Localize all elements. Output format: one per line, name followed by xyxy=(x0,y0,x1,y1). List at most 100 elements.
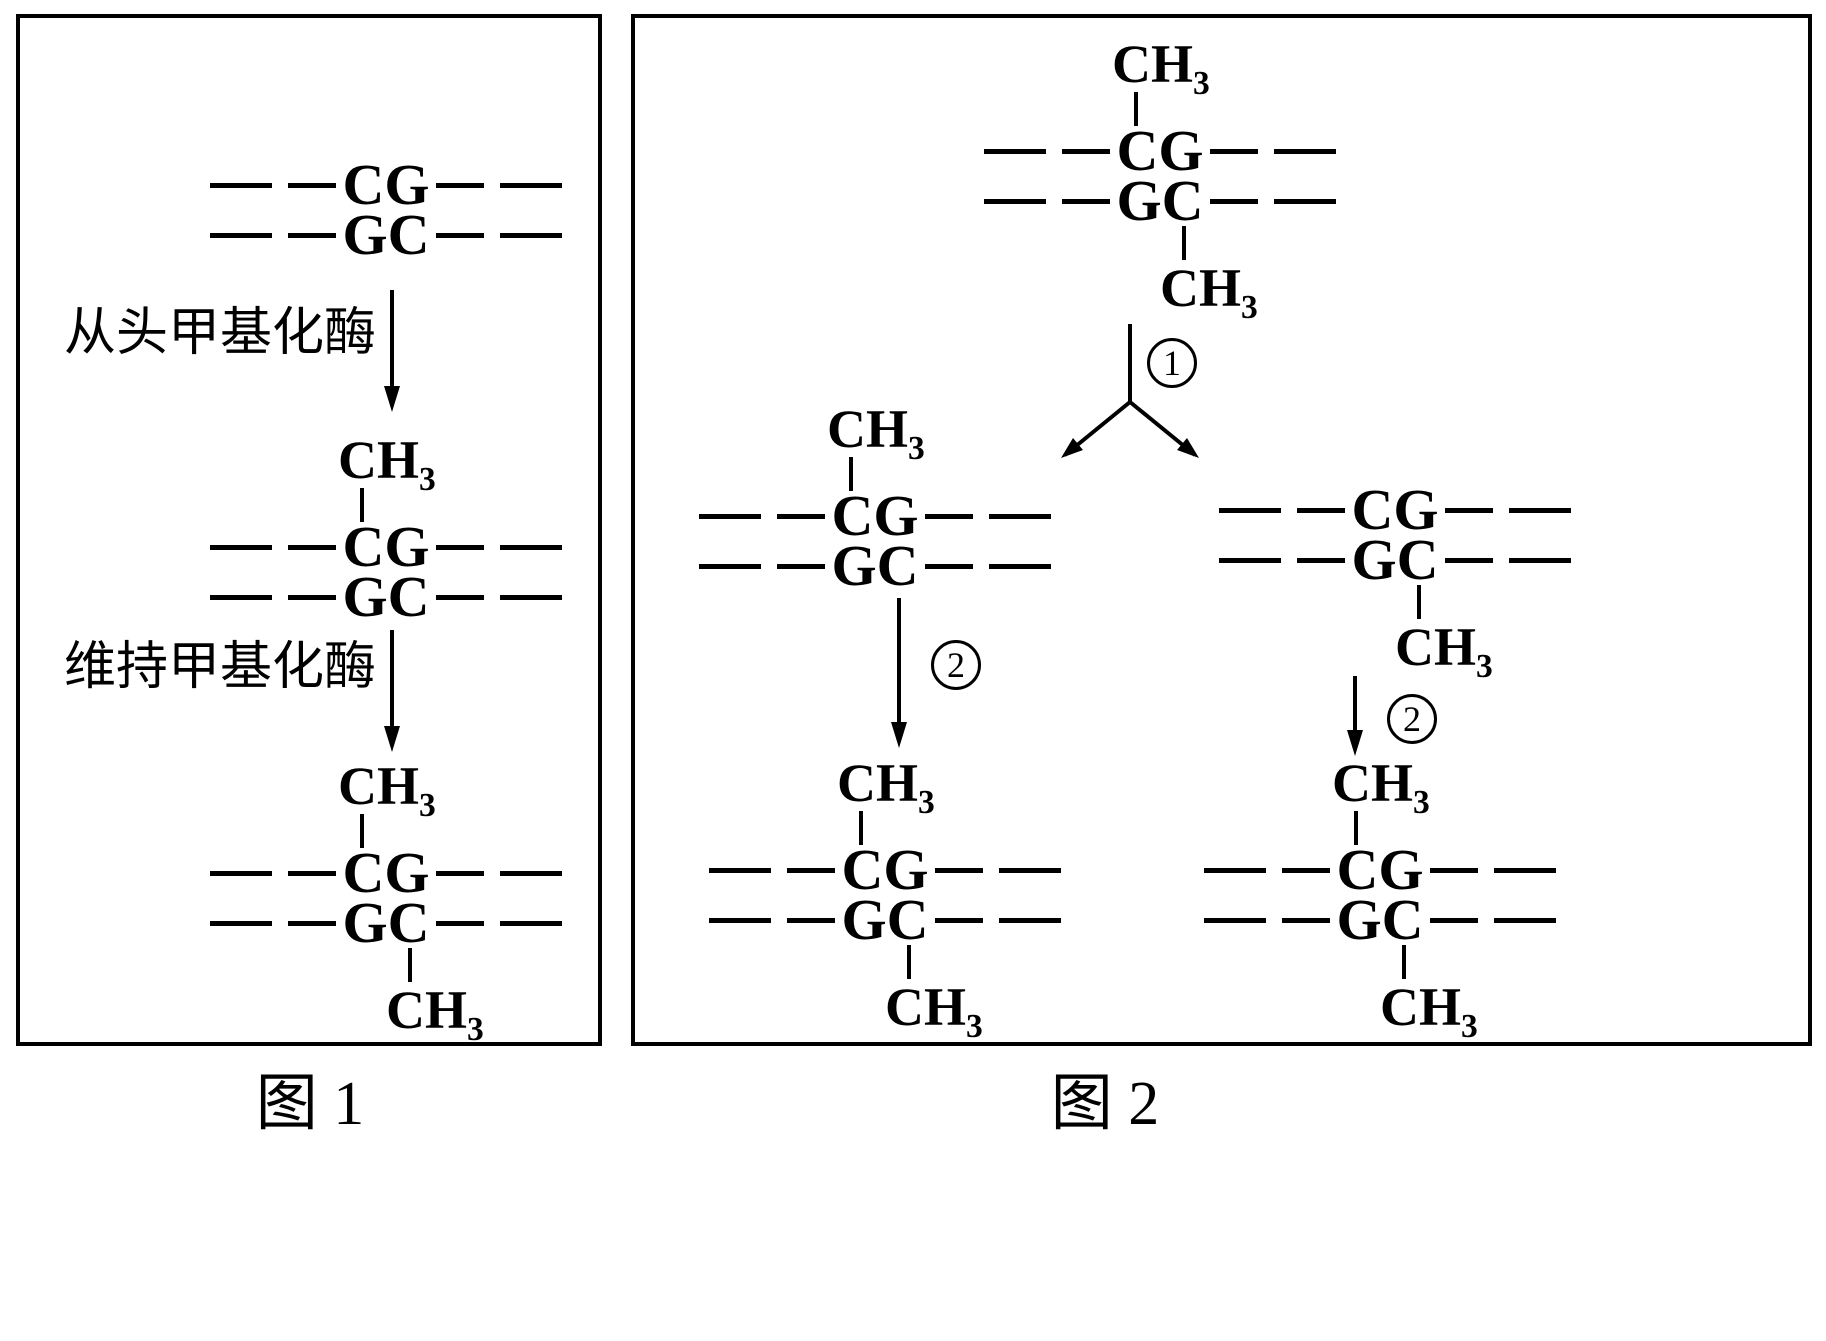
remethylated-dna-right: CH3 CG GC CH3 xyxy=(1204,753,1556,1043)
fully-methylated-dna: CH3 CG GC CH3 xyxy=(210,756,562,1046)
methyl-group-bottom: CH3 xyxy=(1204,977,1556,1043)
base-pair-gc: GC xyxy=(342,202,430,267)
strand-line xyxy=(436,544,484,550)
parent-methylated-dna: CH3 CG GC CH3 xyxy=(984,34,1336,324)
step-2-badge: 2 xyxy=(1387,694,1437,744)
methyl-bond-line xyxy=(360,488,364,522)
methyl-bond-line xyxy=(1354,811,1358,845)
methyl-subscript: 3 xyxy=(467,1010,484,1048)
dna-strand-top: CG xyxy=(699,483,1051,548)
strand-line xyxy=(500,544,562,550)
strand-line xyxy=(288,870,336,876)
methyl-bond-line xyxy=(1417,585,1421,619)
methyl-label: CH3 xyxy=(837,753,935,819)
strand-line xyxy=(1509,507,1571,513)
dna-strand-bottom: GC xyxy=(210,202,562,267)
methyl-label: CH3 xyxy=(1332,753,1430,819)
strand-line xyxy=(1509,557,1571,563)
strand-line xyxy=(288,182,336,188)
methyl-subscript: 3 xyxy=(1241,288,1258,326)
methyl-subscript: 3 xyxy=(1476,647,1493,685)
methyl-text: CH xyxy=(338,430,419,490)
base-pair-cg: CG xyxy=(1116,118,1204,183)
replication-branch-arrow xyxy=(1061,324,1199,458)
methyl-group-top: CH3 xyxy=(210,430,562,496)
strand-line xyxy=(1494,867,1556,873)
methyl-text: CH xyxy=(1112,34,1193,94)
strand-line xyxy=(436,182,484,188)
strand-line xyxy=(288,544,336,550)
strand-line xyxy=(925,513,973,519)
methyl-text: CH xyxy=(1380,977,1461,1037)
base-pair-gc: GC xyxy=(841,887,929,952)
dna-strand-bottom: GC xyxy=(699,537,1051,595)
base-pair-cg: CG xyxy=(841,837,929,902)
strand-line xyxy=(1062,148,1110,154)
strand-line xyxy=(709,867,771,873)
figure-1-caption: 图 1 xyxy=(255,1070,365,1138)
methyl-bond-line xyxy=(360,814,364,848)
daughter-hemimethylated-top: CH3 CG GC xyxy=(699,401,1051,595)
strand-line xyxy=(1297,507,1345,513)
strand-line xyxy=(1445,557,1493,563)
strand-line xyxy=(1430,867,1478,873)
strand-line xyxy=(925,563,973,569)
unmethylated-dna: CG GC xyxy=(210,156,562,267)
step-1-badge: 1 xyxy=(1147,338,1197,388)
methyl-label: CH3 xyxy=(338,430,436,496)
strand-line xyxy=(1204,917,1266,923)
methyl-label: CH3 xyxy=(338,756,436,822)
dna-strand-bottom: GC xyxy=(1219,531,1571,589)
base-pair-cg: CG xyxy=(342,840,430,905)
dna-strand-bottom: GC xyxy=(210,894,562,952)
methyl-bond-line xyxy=(859,811,863,845)
methyl-bond-line xyxy=(1402,945,1406,979)
remethylated-dna-left: CH3 CG GC CH3 xyxy=(709,753,1061,1043)
strand-line xyxy=(436,920,484,926)
methyl-text: CH xyxy=(1332,753,1413,813)
base-pair-cg: CG xyxy=(831,483,919,548)
strand-line xyxy=(787,867,835,873)
methyl-text: CH xyxy=(338,756,419,816)
strand-line xyxy=(436,870,484,876)
down-arrow xyxy=(1347,676,1363,756)
strand-line xyxy=(210,870,272,876)
strand-line xyxy=(210,920,272,926)
methyl-text: CH xyxy=(837,753,918,813)
figure-2-panel: CH3 CG GC CH3 1 xyxy=(631,14,1812,1046)
strand-line xyxy=(500,594,562,600)
base-pair-cg: CG xyxy=(1336,837,1424,902)
step-2-badge: 2 xyxy=(931,640,981,690)
strand-line xyxy=(699,513,761,519)
dna-strand-top: CG xyxy=(210,156,562,214)
strand-line xyxy=(699,563,761,569)
dna-strand-top: CG xyxy=(210,518,562,576)
strand-line xyxy=(1219,507,1281,513)
strand-line xyxy=(1210,148,1258,154)
strand-line xyxy=(436,232,484,238)
strand-line xyxy=(777,513,825,519)
strand-line xyxy=(1062,198,1110,204)
strand-line xyxy=(1282,867,1330,873)
methyl-bond-line xyxy=(1134,92,1138,126)
dna-strand-top: CG xyxy=(709,837,1061,902)
figure-2-caption: 图 2 xyxy=(1050,1070,1160,1138)
methyl-group-top: CH3 xyxy=(699,401,1051,465)
base-pair-gc: GC xyxy=(1336,887,1424,952)
dna-strand-top: CG xyxy=(210,840,562,905)
methyl-text: CH xyxy=(1395,617,1476,677)
strand-line xyxy=(210,544,272,550)
methyl-bond-line xyxy=(907,945,911,979)
methyl-group-top: CH3 xyxy=(984,34,1336,100)
hemimethylated-dna: CH3 CG GC xyxy=(210,430,562,626)
daughter-hemimethylated-bottom: CG GC CH3 xyxy=(1219,477,1571,683)
dna-strand-bottom: GC xyxy=(210,568,562,626)
methyl-subscript: 3 xyxy=(918,783,935,821)
strand-line xyxy=(500,870,562,876)
strand-line xyxy=(935,917,983,923)
strand-line xyxy=(500,232,562,238)
methyl-group-top: CH3 xyxy=(709,753,1061,819)
down-arrow xyxy=(384,630,400,752)
strand-line xyxy=(984,148,1046,154)
base-pair-cg: CG xyxy=(1351,477,1439,542)
